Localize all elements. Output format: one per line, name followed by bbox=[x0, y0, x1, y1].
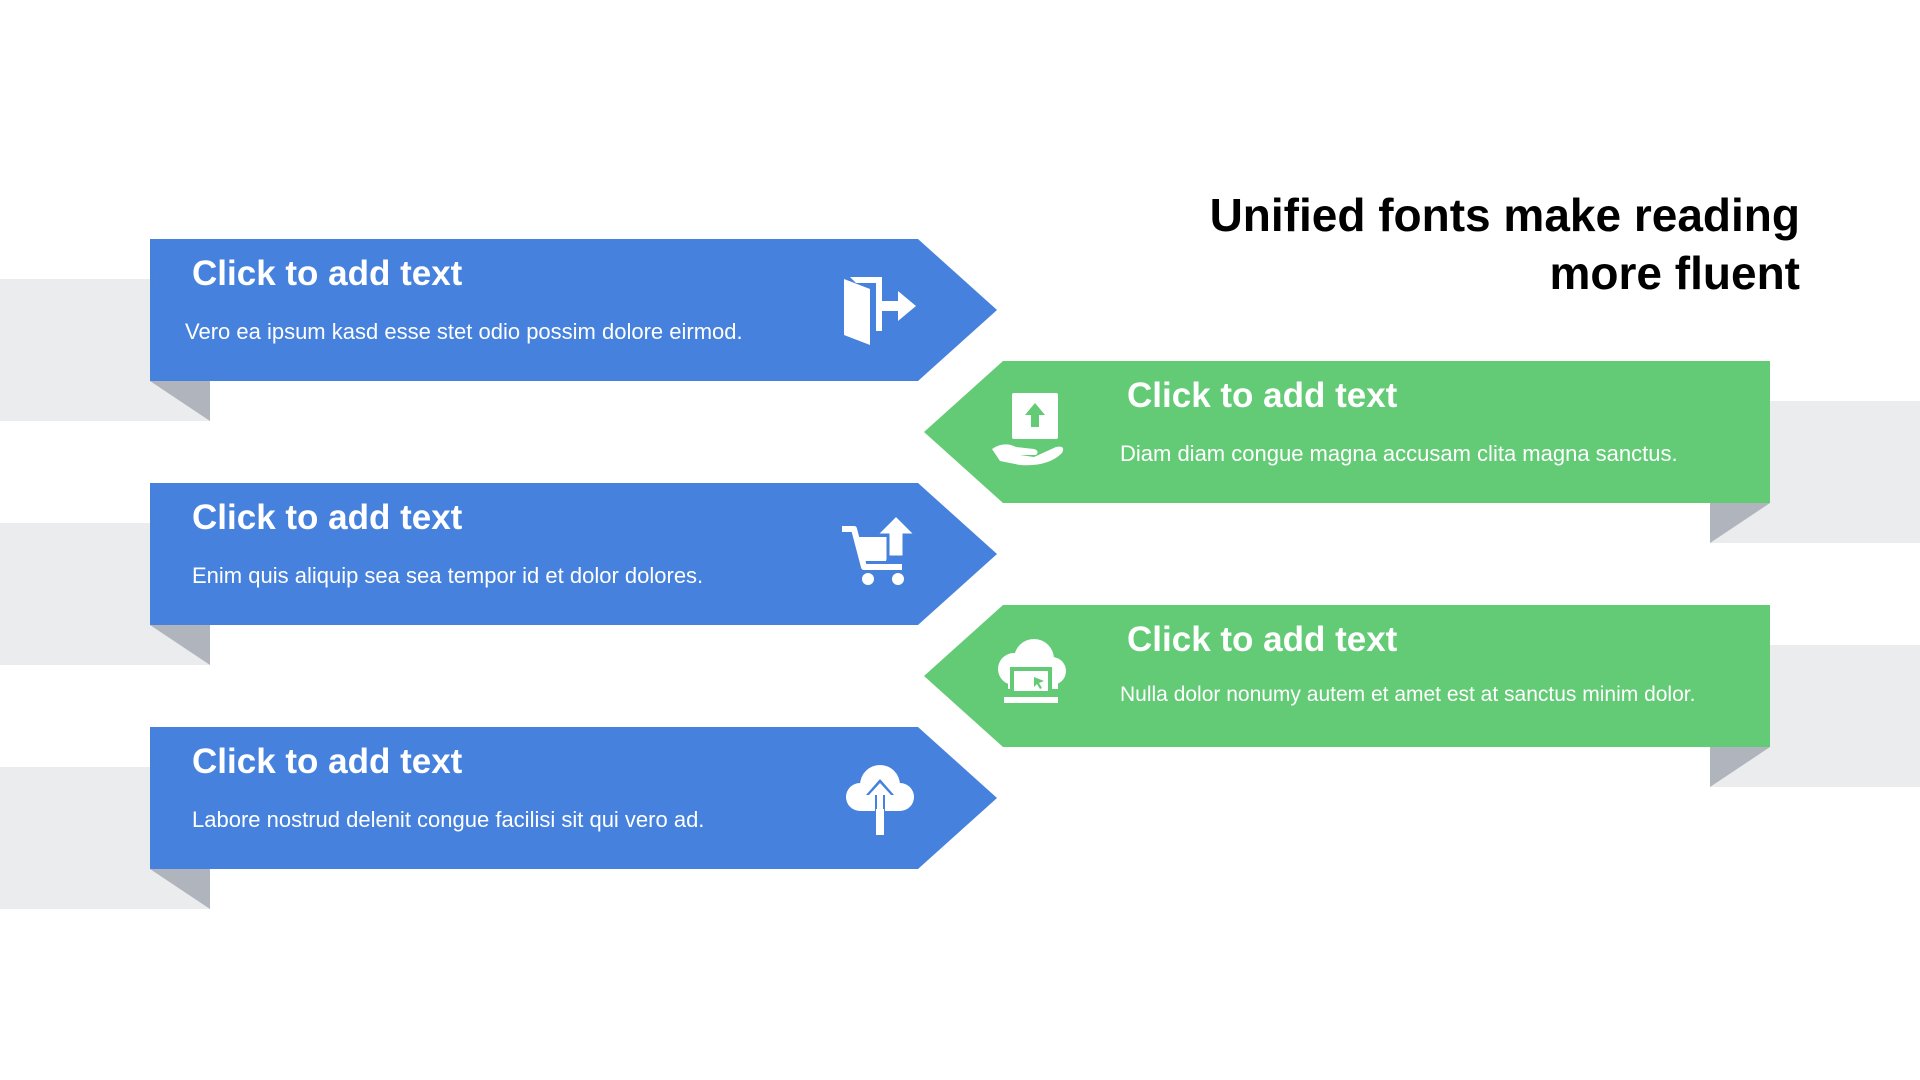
step-arrow-1: Click to add text Vero ea ipsum kasd ess… bbox=[150, 239, 997, 381]
cloud-upload-icon bbox=[846, 765, 914, 835]
fold-shadow-3 bbox=[150, 625, 210, 665]
step-arrow-3: Click to add text Enim quis aliquip sea … bbox=[150, 483, 997, 625]
step-4-heading[interactable]: Click to add text bbox=[1127, 620, 1398, 659]
step-2-text[interactable]: Diam diam congue magna accusam clita mag… bbox=[1120, 441, 1678, 466]
step-3-text[interactable]: Enim quis aliquip sea sea tempor id et d… bbox=[192, 563, 704, 588]
cloud-laptop-icon bbox=[998, 639, 1066, 703]
fold-shadow-5 bbox=[150, 869, 210, 909]
step-arrow-4: Click to add text Nulla dolor nonumy aut… bbox=[924, 605, 1770, 747]
step-3-heading[interactable]: Click to add text bbox=[192, 498, 463, 537]
step-1-text[interactable]: Vero ea ipsum kasd esse stet odio possim… bbox=[185, 319, 743, 344]
step-1-heading[interactable]: Click to add text bbox=[192, 254, 463, 293]
step-4-text[interactable]: Nulla dolor nonumy autem et amet est at … bbox=[1120, 683, 1696, 706]
hand-upload-icon bbox=[992, 393, 1064, 466]
step-5-text[interactable]: Labore nostrud delenit congue facilisi s… bbox=[192, 807, 705, 832]
door-exit-icon bbox=[844, 277, 916, 345]
fold-shadow-4 bbox=[1710, 747, 1770, 787]
fold-shadow-1 bbox=[150, 381, 210, 421]
slide-title-line-2: more fluent bbox=[1549, 247, 1800, 299]
step-arrow-2: Click to add text Diam diam congue magna… bbox=[924, 361, 1770, 503]
slide-title-line-1: Unified fonts make reading bbox=[1209, 189, 1800, 241]
step-arrow-5: Click to add text Labore nostrud delenit… bbox=[150, 727, 997, 869]
step-5-heading[interactable]: Click to add text bbox=[192, 742, 463, 781]
fold-shadow-2 bbox=[1710, 503, 1770, 543]
cart-upload-icon bbox=[842, 513, 920, 585]
slide-title: Unified fonts make reading more fluent bbox=[1040, 186, 1800, 302]
step-2-heading[interactable]: Click to add text bbox=[1127, 376, 1398, 415]
